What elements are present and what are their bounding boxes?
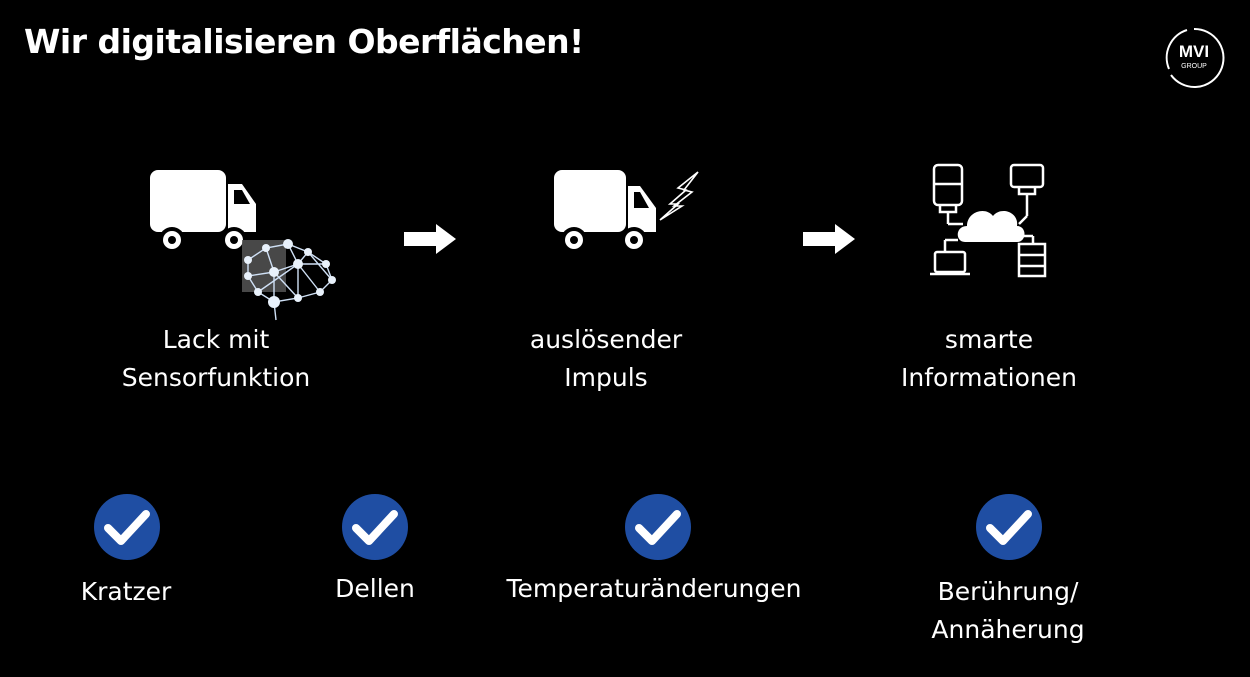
feature-label-line: Kratzer (80, 577, 172, 606)
feature-beruehrung: Berührung/ Annäherung (931, 573, 1084, 649)
arrow-right-icon (404, 224, 456, 254)
logo-text-mvi: MVI (1179, 42, 1209, 61)
truck-sensor-icon (150, 170, 336, 321)
feature-temperatur: Temperaturänderungen (506, 570, 801, 608)
check-icon (94, 494, 160, 560)
step-label-informationen: smarte Informationen (901, 321, 1077, 397)
logo-text-group: GROUP (1181, 63, 1207, 70)
step-label-lack: Lack mit Sensorfunktion (122, 321, 311, 397)
feature-label-line: Berührung/ (937, 577, 1079, 606)
step-label-line: Informationen (901, 363, 1077, 392)
mvi-group-logo: MVI GROUP (1165, 27, 1225, 88)
step-label-impuls: auslösender Impuls (530, 321, 682, 397)
step-label-line: auslösender (529, 325, 683, 354)
step-label-line: Impuls (564, 363, 648, 392)
feature-kratzer: Kratzer (81, 573, 172, 611)
feature-label-line: Temperaturänderungen (506, 574, 802, 603)
feature-label-line: Annäherung (931, 615, 1085, 644)
check-icon (625, 494, 691, 560)
step-label-line: Lack mit (162, 325, 270, 354)
check-icon (976, 494, 1042, 560)
truck-impulse-icon (554, 170, 699, 253)
step-label-line: Sensorfunktion (121, 363, 311, 392)
cloud-network-icon (930, 163, 1047, 278)
step-label-line: smarte (944, 325, 1034, 354)
arrow-right-icon (803, 224, 855, 254)
check-icon (342, 494, 408, 560)
page-title: Wir digitalisieren Oberflächen! (24, 22, 584, 61)
feature-label-line: Dellen (335, 574, 415, 603)
feature-dellen: Dellen (335, 570, 415, 608)
